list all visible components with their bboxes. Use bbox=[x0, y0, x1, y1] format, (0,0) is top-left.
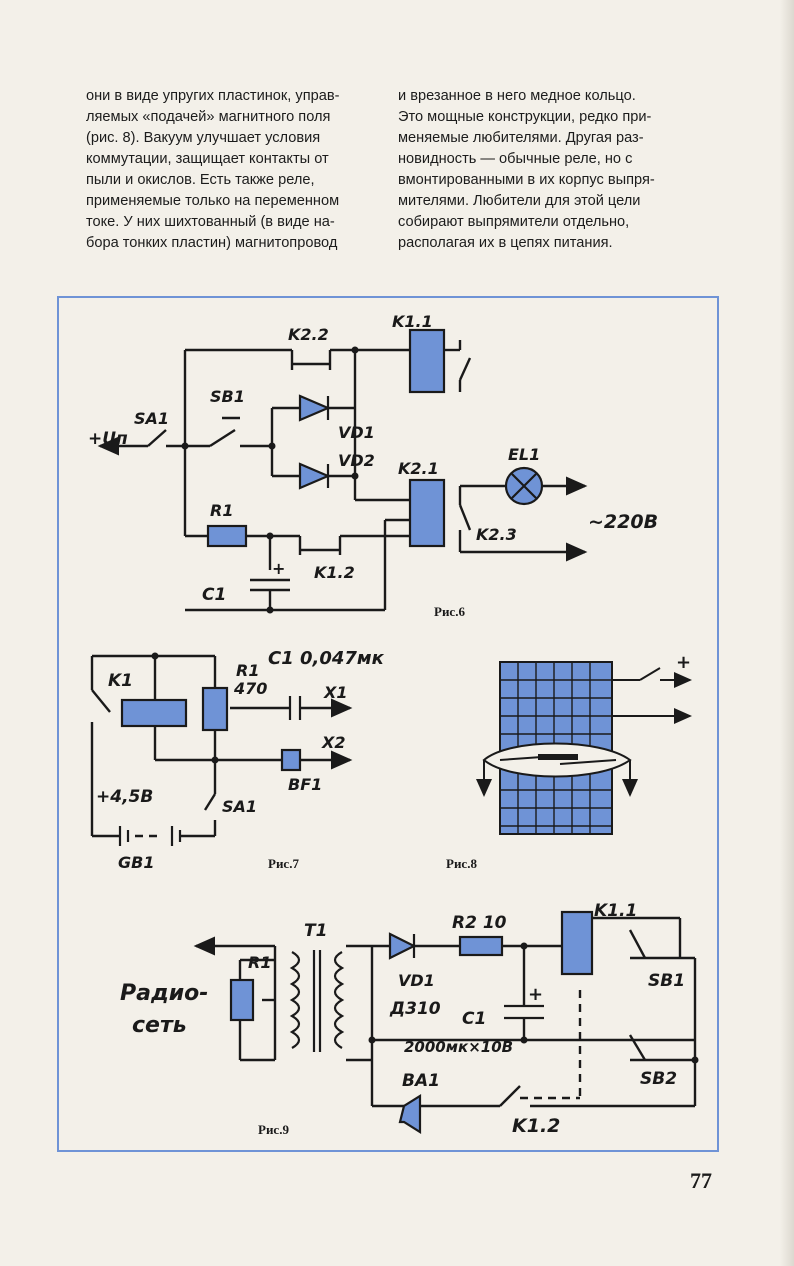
resistor-r1 bbox=[201, 686, 229, 732]
label: K2.1 bbox=[398, 459, 439, 478]
label: 2000мк×10B bbox=[404, 1038, 513, 1056]
label: X1 bbox=[323, 683, 347, 702]
fig6-schematic bbox=[97, 340, 588, 612]
figures-frame bbox=[57, 296, 719, 1152]
label: C1 bbox=[462, 1009, 486, 1029]
label: ~220B bbox=[588, 511, 658, 533]
text-line: меняемые любителями. Другая раз- bbox=[398, 130, 644, 146]
label: R2 10 bbox=[452, 913, 507, 933]
label: X2 bbox=[321, 733, 345, 752]
label: VD1 bbox=[398, 971, 435, 990]
label: BA1 bbox=[402, 1071, 440, 1091]
label: + bbox=[528, 984, 543, 1005]
label: K1 bbox=[108, 671, 133, 691]
fig6-caption: Рис.6 bbox=[434, 604, 465, 619]
fig9-components bbox=[229, 910, 594, 1134]
text-line: мителями. Любители для этой цели bbox=[398, 193, 641, 209]
label: K1.1 bbox=[594, 901, 637, 921]
fig7-labels: C1 0,047мк R1 470 X1 K1 X2 +4,5B SA1 BF1… bbox=[96, 648, 385, 872]
label: EL1 bbox=[508, 445, 540, 464]
fig6-nodes bbox=[181, 346, 359, 614]
resistor-r1 bbox=[206, 524, 248, 548]
label: SA1 bbox=[222, 797, 257, 816]
label: Радио- bbox=[120, 981, 208, 1006]
fig7-caption: Рис.7 bbox=[268, 856, 299, 871]
fig9-nodes bbox=[368, 942, 699, 1064]
label: K1.2 bbox=[314, 563, 355, 582]
label: сеть bbox=[132, 1013, 187, 1038]
relay-k1-coil bbox=[120, 698, 188, 728]
fig6-components bbox=[206, 328, 544, 548]
text-line: применяемые только на переменном bbox=[86, 193, 340, 209]
text-line: Это мощные конструкции, редко при- bbox=[398, 109, 652, 125]
fig9-caption: Рис.9 bbox=[258, 1122, 289, 1137]
text-line: они в виде упругих пластинок, управ- bbox=[86, 88, 340, 104]
text-line: располагая их в цепях питания. bbox=[398, 235, 613, 251]
label: T1 bbox=[304, 921, 327, 941]
resistor-r2 bbox=[458, 935, 504, 957]
label: K2.2 bbox=[288, 325, 329, 344]
diode-vd2 bbox=[298, 462, 331, 490]
label: Д310 bbox=[389, 999, 441, 1019]
label: SA1 bbox=[134, 409, 169, 428]
relay-k2-coil bbox=[408, 478, 446, 548]
text-line: (рис. 8). Вакуум улучшает условия bbox=[86, 130, 321, 146]
label: VD1 bbox=[338, 423, 375, 442]
label: K1.1 bbox=[392, 312, 433, 331]
label: +4,5B bbox=[96, 787, 153, 807]
diode-vd1 bbox=[388, 932, 417, 960]
label: SB2 bbox=[640, 1069, 677, 1089]
label: +Uп bbox=[88, 429, 128, 449]
label: GB1 bbox=[118, 853, 154, 872]
label: C1 0,047мк bbox=[268, 648, 385, 669]
label: R1 bbox=[236, 661, 259, 680]
fig8-caption: Рис.8 bbox=[446, 856, 477, 871]
fig6-labels: K1.1 K2.2 SB1 SA1 +Uп VD1 VD2 EL1 K2.1 R… bbox=[88, 312, 658, 619]
fig9-schematic bbox=[193, 916, 697, 1108]
text-line: новидность — обычные реле, но с bbox=[398, 151, 633, 167]
relay-k1-coil bbox=[408, 328, 446, 394]
text-line: ляемых «подачей» магнитного поля bbox=[86, 109, 331, 125]
label: R1 bbox=[210, 501, 233, 520]
label: + bbox=[272, 559, 285, 578]
label: BF1 bbox=[288, 775, 322, 794]
transformer-secondary bbox=[333, 951, 345, 1049]
text-line: пыли и окислов. Есть также реле, bbox=[86, 172, 315, 188]
text-line: и врезанное в него медное кольцо. bbox=[398, 88, 636, 104]
text-line: вмонтированными в их корпус выпря- bbox=[398, 172, 655, 188]
relay-k1-coil bbox=[560, 910, 594, 976]
text-column-right: и врезанное в него медное кольцо. Это мо… bbox=[398, 86, 683, 254]
label: 470 bbox=[233, 679, 267, 698]
text-line: бора тонких пластин) магнитопровод bbox=[86, 235, 338, 251]
page-number: 77 bbox=[690, 1168, 712, 1193]
speaker-ba1 bbox=[398, 1094, 422, 1134]
fig7-nodes bbox=[151, 652, 219, 764]
label: + bbox=[676, 652, 691, 673]
label: SB1 bbox=[210, 387, 245, 406]
fig8-labels: + Рис.8 bbox=[446, 652, 691, 871]
fig7-schematic bbox=[90, 654, 353, 838]
page-edge bbox=[780, 0, 794, 1266]
fig8-reed-switch bbox=[476, 661, 692, 835]
text-line: токе. У них шихтованный (в виде на- bbox=[86, 214, 335, 230]
fig9-labels: T1 R2 10 K1.1 R1 VD1 SB1 Радио- сеть Д31… bbox=[120, 901, 685, 1137]
label: VD2 bbox=[338, 451, 375, 470]
text-line: коммутации, защищает контакты от bbox=[86, 151, 329, 167]
label: R1 bbox=[248, 953, 271, 972]
earpiece-bf1 bbox=[280, 748, 302, 772]
text-line: собирают выпрямители отдельно, bbox=[398, 214, 630, 230]
label: K2.3 bbox=[476, 525, 517, 544]
diode-vd1 bbox=[298, 394, 331, 422]
label: C1 bbox=[202, 585, 226, 605]
transformer-primary bbox=[289, 951, 301, 1049]
fig7-components bbox=[118, 686, 302, 846]
potentiometer-r1 bbox=[229, 978, 255, 1022]
text-column-left: они в виде упругих пластинок, управ- ляе… bbox=[86, 86, 371, 254]
label: K1.2 bbox=[512, 1115, 560, 1137]
label: SB1 bbox=[648, 971, 685, 991]
